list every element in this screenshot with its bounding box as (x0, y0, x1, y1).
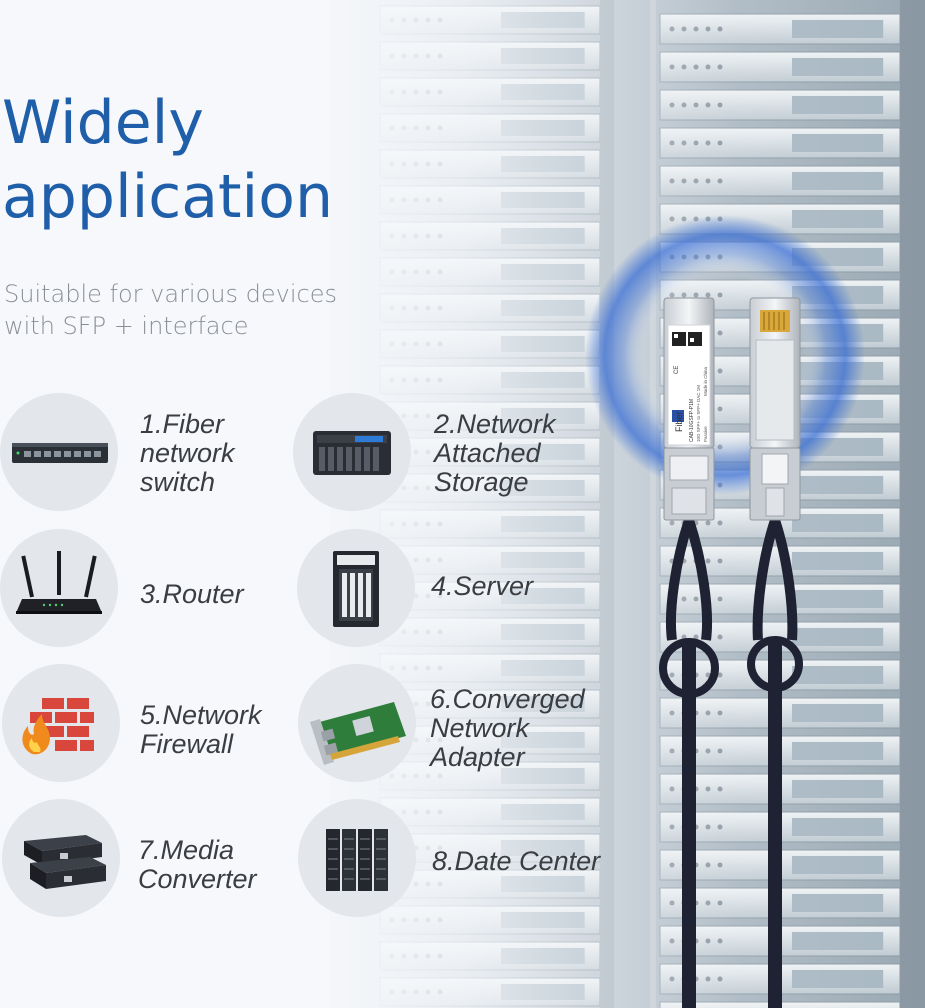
nas-icon (293, 393, 411, 511)
device-label-fiber-switch: 1.Fiber network switch (140, 409, 235, 497)
left-cable (659, 518, 719, 1008)
network-card-icon (298, 664, 416, 782)
right-cable (747, 518, 803, 1008)
data-center-icon (298, 799, 416, 917)
device-label-cna: 6.Converged Network Adapter (430, 684, 585, 772)
device-label-server: 4.Server (431, 571, 534, 601)
module-brand-text: Fiber (674, 411, 684, 432)
module-mark-text: CE (674, 366, 680, 374)
router-icon (0, 529, 118, 647)
right-sfp-module (749, 297, 801, 521)
module-origin-text: Made in China (703, 366, 708, 396)
device-label-data-center: 8.Date Center (432, 846, 601, 876)
device-label-nas: 2.Network Attached Storage (434, 409, 556, 497)
device-label-media-converter: 7.Media Converter (138, 835, 257, 894)
device-label-router: 3.Router (140, 579, 244, 609)
network-switch-icon (0, 393, 118, 511)
left-sfp-module (663, 297, 715, 521)
device-label-firewall: 5.Network Firewall (140, 700, 262, 759)
page-title: Widely application (2, 86, 333, 234)
page-subtitle: Suitable for various devices with SFP + … (4, 278, 337, 342)
title-line-2: application (2, 162, 333, 232)
subtitle-line-1: Suitable for various devices (4, 280, 337, 308)
blue-glow-ring (585, 215, 865, 495)
module-tag-text: Passive (703, 426, 708, 442)
server-tower-icon (297, 529, 415, 647)
firewall-icon (2, 664, 120, 782)
module-spec-text: 10G SFP+ to SFP+ DAC 1M (696, 385, 701, 442)
subtitle-line-2: with SFP + interface (4, 312, 249, 340)
module-part-text: CAB-10GSFP-P1M (689, 399, 695, 442)
media-converter-icon (2, 799, 120, 917)
title-line-1: Widely (2, 88, 204, 158)
